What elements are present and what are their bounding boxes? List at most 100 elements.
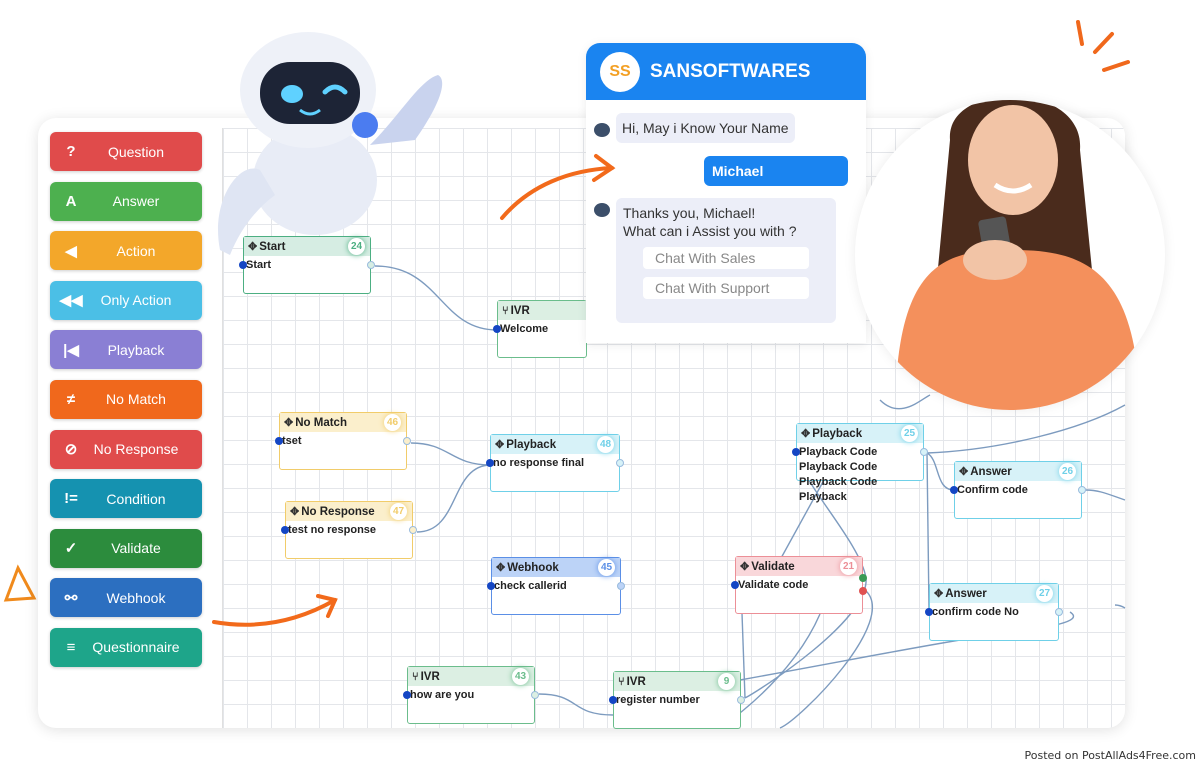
input-port[interactable] bbox=[792, 448, 800, 456]
bot-message-line: Thanks you, Michael! bbox=[623, 205, 756, 221]
chat-widget: SS SANSOFTWARES Hi, May i Know Your Name… bbox=[586, 43, 866, 343]
node-id-badge: 45 bbox=[598, 559, 615, 576]
node-id-badge: 48 bbox=[597, 436, 614, 453]
output-port[interactable] bbox=[616, 459, 624, 467]
node-body: how are you bbox=[410, 689, 475, 701]
bot-avatar-icon bbox=[594, 123, 610, 137]
palette-no-match-button[interactable]: ≠No Match bbox=[50, 379, 202, 419]
output-port[interactable] bbox=[1055, 608, 1063, 616]
woman-with-phone-photo bbox=[855, 100, 1165, 410]
input-port[interactable] bbox=[950, 486, 958, 494]
palette-webhook-button[interactable]: ⚯Webhook bbox=[50, 578, 202, 618]
input-port[interactable] bbox=[493, 325, 501, 333]
palette-only-action-button[interactable]: ◀◀Only Action bbox=[50, 280, 202, 320]
playback-icon: |◀ bbox=[63, 341, 79, 359]
node-id-badge: 25 bbox=[901, 425, 918, 442]
node-body: Validate code bbox=[738, 579, 809, 591]
palette-button-label: Playback bbox=[107, 341, 165, 358]
node-id-badge: 24 bbox=[348, 238, 365, 255]
node-header: ✥Answer bbox=[955, 462, 1081, 481]
invalid-port[interactable] bbox=[859, 587, 867, 595]
palette-button-label: Only Action bbox=[100, 292, 172, 309]
input-port[interactable] bbox=[486, 459, 494, 467]
node-body: check callerid bbox=[494, 580, 567, 592]
output-port[interactable] bbox=[531, 691, 539, 699]
node-header: ✥Answer bbox=[930, 584, 1058, 603]
output-port[interactable] bbox=[367, 261, 375, 269]
palette-button-label: Question bbox=[107, 143, 165, 160]
node-header: ✥No Response bbox=[286, 502, 412, 521]
node-grip-icon: ✥ bbox=[496, 562, 506, 574]
palette-condition-button[interactable]: !=Condition bbox=[50, 479, 202, 519]
node-title: Webhook bbox=[507, 561, 559, 574]
output-port[interactable] bbox=[737, 696, 745, 704]
input-port[interactable] bbox=[403, 691, 411, 699]
chat-with-support-button[interactable]: Chat With Support bbox=[643, 277, 809, 299]
node-body: no response final bbox=[493, 457, 585, 469]
arrow-icon bbox=[500, 166, 614, 220]
palette-question-button[interactable]: ? Question bbox=[50, 132, 202, 171]
palette-button-label: No Response bbox=[93, 441, 179, 458]
output-port[interactable] bbox=[1078, 486, 1086, 494]
node-body: Confirm code bbox=[957, 484, 1028, 496]
node-header: ⑂IVR bbox=[408, 667, 534, 686]
node-body: test no response bbox=[288, 524, 377, 536]
node-header: ⑂IVR bbox=[498, 301, 586, 320]
palette-action-button[interactable]: ◀Action bbox=[50, 231, 202, 271]
node-grip-icon: ✥ bbox=[290, 506, 300, 518]
node-header: ⑂IVR bbox=[614, 672, 740, 691]
node-header: ✥Playback bbox=[491, 435, 619, 454]
input-port[interactable] bbox=[281, 526, 289, 534]
input-port[interactable] bbox=[239, 261, 247, 269]
node-id-badge: 43 bbox=[512, 668, 529, 685]
palette-questionnaire-button[interactable]: ≡Questionnaire bbox=[50, 627, 202, 667]
brand-logo: SS bbox=[600, 51, 640, 92]
input-port[interactable] bbox=[731, 581, 739, 589]
chat-header: SS SANSOFTWARES bbox=[586, 43, 866, 100]
palette-button-label: Answer bbox=[112, 193, 160, 210]
chat-with-sales-button[interactable]: Chat With Sales bbox=[643, 247, 809, 269]
input-port[interactable] bbox=[925, 608, 933, 616]
flow-node-webhook[interactable]: ✥Webhook 45 check callerid bbox=[487, 557, 625, 615]
validate-icon: ✓ bbox=[64, 540, 78, 558]
node-grip-icon: ✥ bbox=[934, 588, 944, 600]
palette-validate-button[interactable]: ✓Validate bbox=[50, 528, 202, 568]
sparkle-decor-icon bbox=[1076, 20, 1130, 72]
input-port[interactable] bbox=[487, 582, 495, 590]
palette-button-label: No Match bbox=[106, 391, 166, 408]
input-port[interactable] bbox=[275, 437, 283, 445]
node-grip-icon: ✥ bbox=[495, 439, 505, 451]
node-id-badge: 27 bbox=[1036, 585, 1053, 602]
woman-illustration bbox=[895, 100, 1140, 410]
output-port[interactable] bbox=[920, 448, 928, 456]
output-port[interactable] bbox=[403, 437, 411, 445]
palette-playback-button[interactable]: |◀ Playback bbox=[50, 330, 202, 370]
brand-name: SANSOFTWARES bbox=[650, 60, 811, 82]
palette-button-label: Action bbox=[116, 242, 156, 259]
output-port[interactable] bbox=[617, 582, 625, 590]
node-id-badge: 46 bbox=[384, 414, 401, 431]
condition-icon: != bbox=[64, 490, 78, 508]
input-port[interactable] bbox=[609, 696, 617, 704]
node-body: Start bbox=[246, 259, 272, 271]
question-icon: ? bbox=[66, 143, 76, 160]
node-title: IVR bbox=[510, 304, 530, 317]
palette-button-label: Questionnaire bbox=[92, 639, 180, 656]
palette-no-response-button[interactable]: ⊘No Response bbox=[50, 429, 202, 469]
node-body: Playback Code Playback Code Playback Cod… bbox=[799, 446, 878, 503]
valid-port[interactable] bbox=[859, 574, 867, 582]
output-port[interactable] bbox=[409, 526, 417, 534]
